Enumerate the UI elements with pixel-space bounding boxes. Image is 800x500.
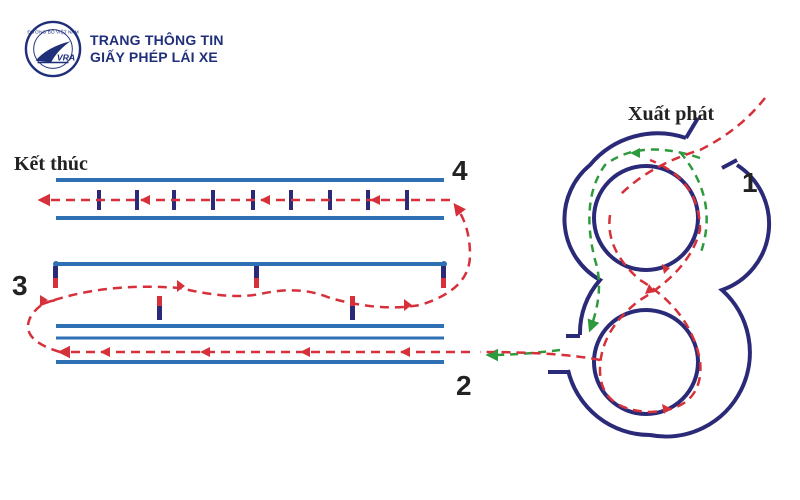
step-4-label: 4 bbox=[452, 155, 468, 186]
lane-section-2 bbox=[56, 324, 444, 364]
figure-eight-track bbox=[548, 116, 772, 439]
brand-line-2: GIẤY PHÉP LÁI XE bbox=[90, 49, 218, 65]
step-2-label: 2 bbox=[456, 370, 472, 401]
logo-ring-text: ĐƯỜNG BỘ VIỆT NAM bbox=[27, 28, 78, 36]
red-route-path bbox=[26, 97, 766, 414]
step-1-label: 1 bbox=[742, 167, 758, 198]
route-arrowheads bbox=[40, 195, 670, 414]
step-3-label: 3 bbox=[12, 270, 28, 301]
vra-logo-icon: ĐƯỜNG BỘ VIỆT NAM VRA bbox=[24, 20, 82, 78]
start-label: Xuất phát bbox=[628, 103, 714, 125]
green-route-path bbox=[485, 148, 708, 362]
lane-section-3 bbox=[53, 261, 447, 320]
end-label: Kết thúc bbox=[14, 153, 88, 175]
brand-title: TRANG THÔNG TIN GIẤY PHÉP LÁI XE bbox=[90, 32, 224, 66]
brand-line-1: TRANG THÔNG TIN bbox=[90, 32, 224, 48]
site-header: ĐƯỜNG BỘ VIỆT NAM VRA TRANG THÔNG TIN GI… bbox=[24, 20, 224, 78]
logo-text: VRA bbox=[57, 53, 75, 63]
green-arrowheads bbox=[488, 148, 640, 360]
